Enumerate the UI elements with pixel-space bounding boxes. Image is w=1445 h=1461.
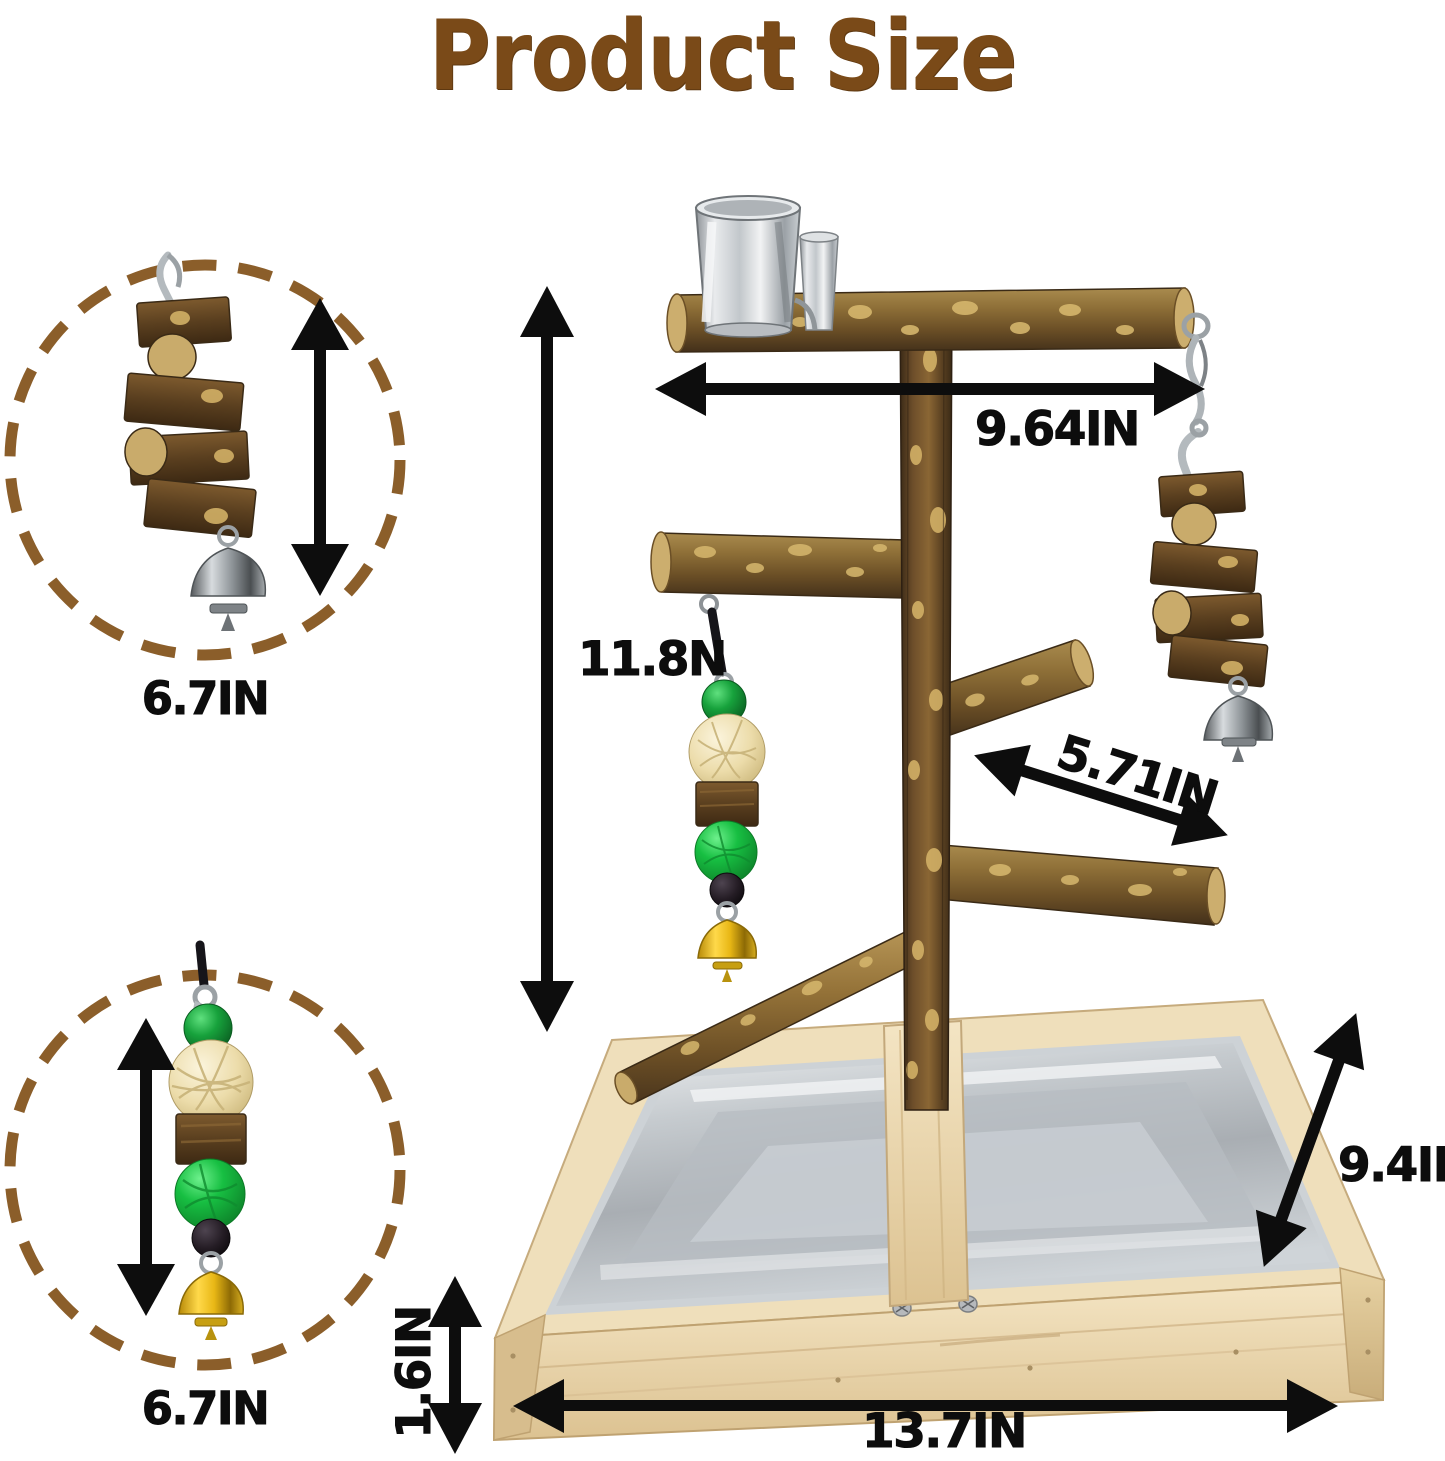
- base-assembly: [492, 998, 1386, 1442]
- dimension-label-top-perch-width: 9.64IN: [975, 402, 1141, 458]
- inset-bottom-label: 6.7IN: [141, 1382, 270, 1436]
- lower-left-branch: [614, 930, 919, 1106]
- inset-top: 6.7IN: [0, 0, 410, 780]
- feeding-cups: [694, 195, 839, 338]
- top-perch: [666, 287, 1195, 353]
- support-board: [882, 1019, 970, 1308]
- dimension-label-stand-height: 11.8N: [578, 632, 728, 688]
- right-lower-branch: [927, 843, 1226, 926]
- hanging-toy-right: [1149, 418, 1274, 762]
- dimension-label-base-width: 13.7IN: [862, 1404, 1028, 1460]
- dimension-label-base-depth: 9.4IN: [1338, 1138, 1445, 1194]
- metal-spring-clip: [1181, 312, 1211, 426]
- inset-top-label: 6.7IN: [141, 672, 270, 726]
- dimension-label-branch-reach: 5.71IN: [1050, 724, 1224, 827]
- middle-left-perch: [650, 531, 906, 599]
- page-title: Product Size: [428, 0, 1018, 112]
- right-upper-branch: [927, 639, 1095, 742]
- inset-bottom: 6.7IN: [0, 700, 410, 1460]
- dimension-arrows: [428, 286, 1365, 1454]
- arrow-stand-height: [520, 286, 574, 1032]
- main-trunk: [899, 299, 953, 1111]
